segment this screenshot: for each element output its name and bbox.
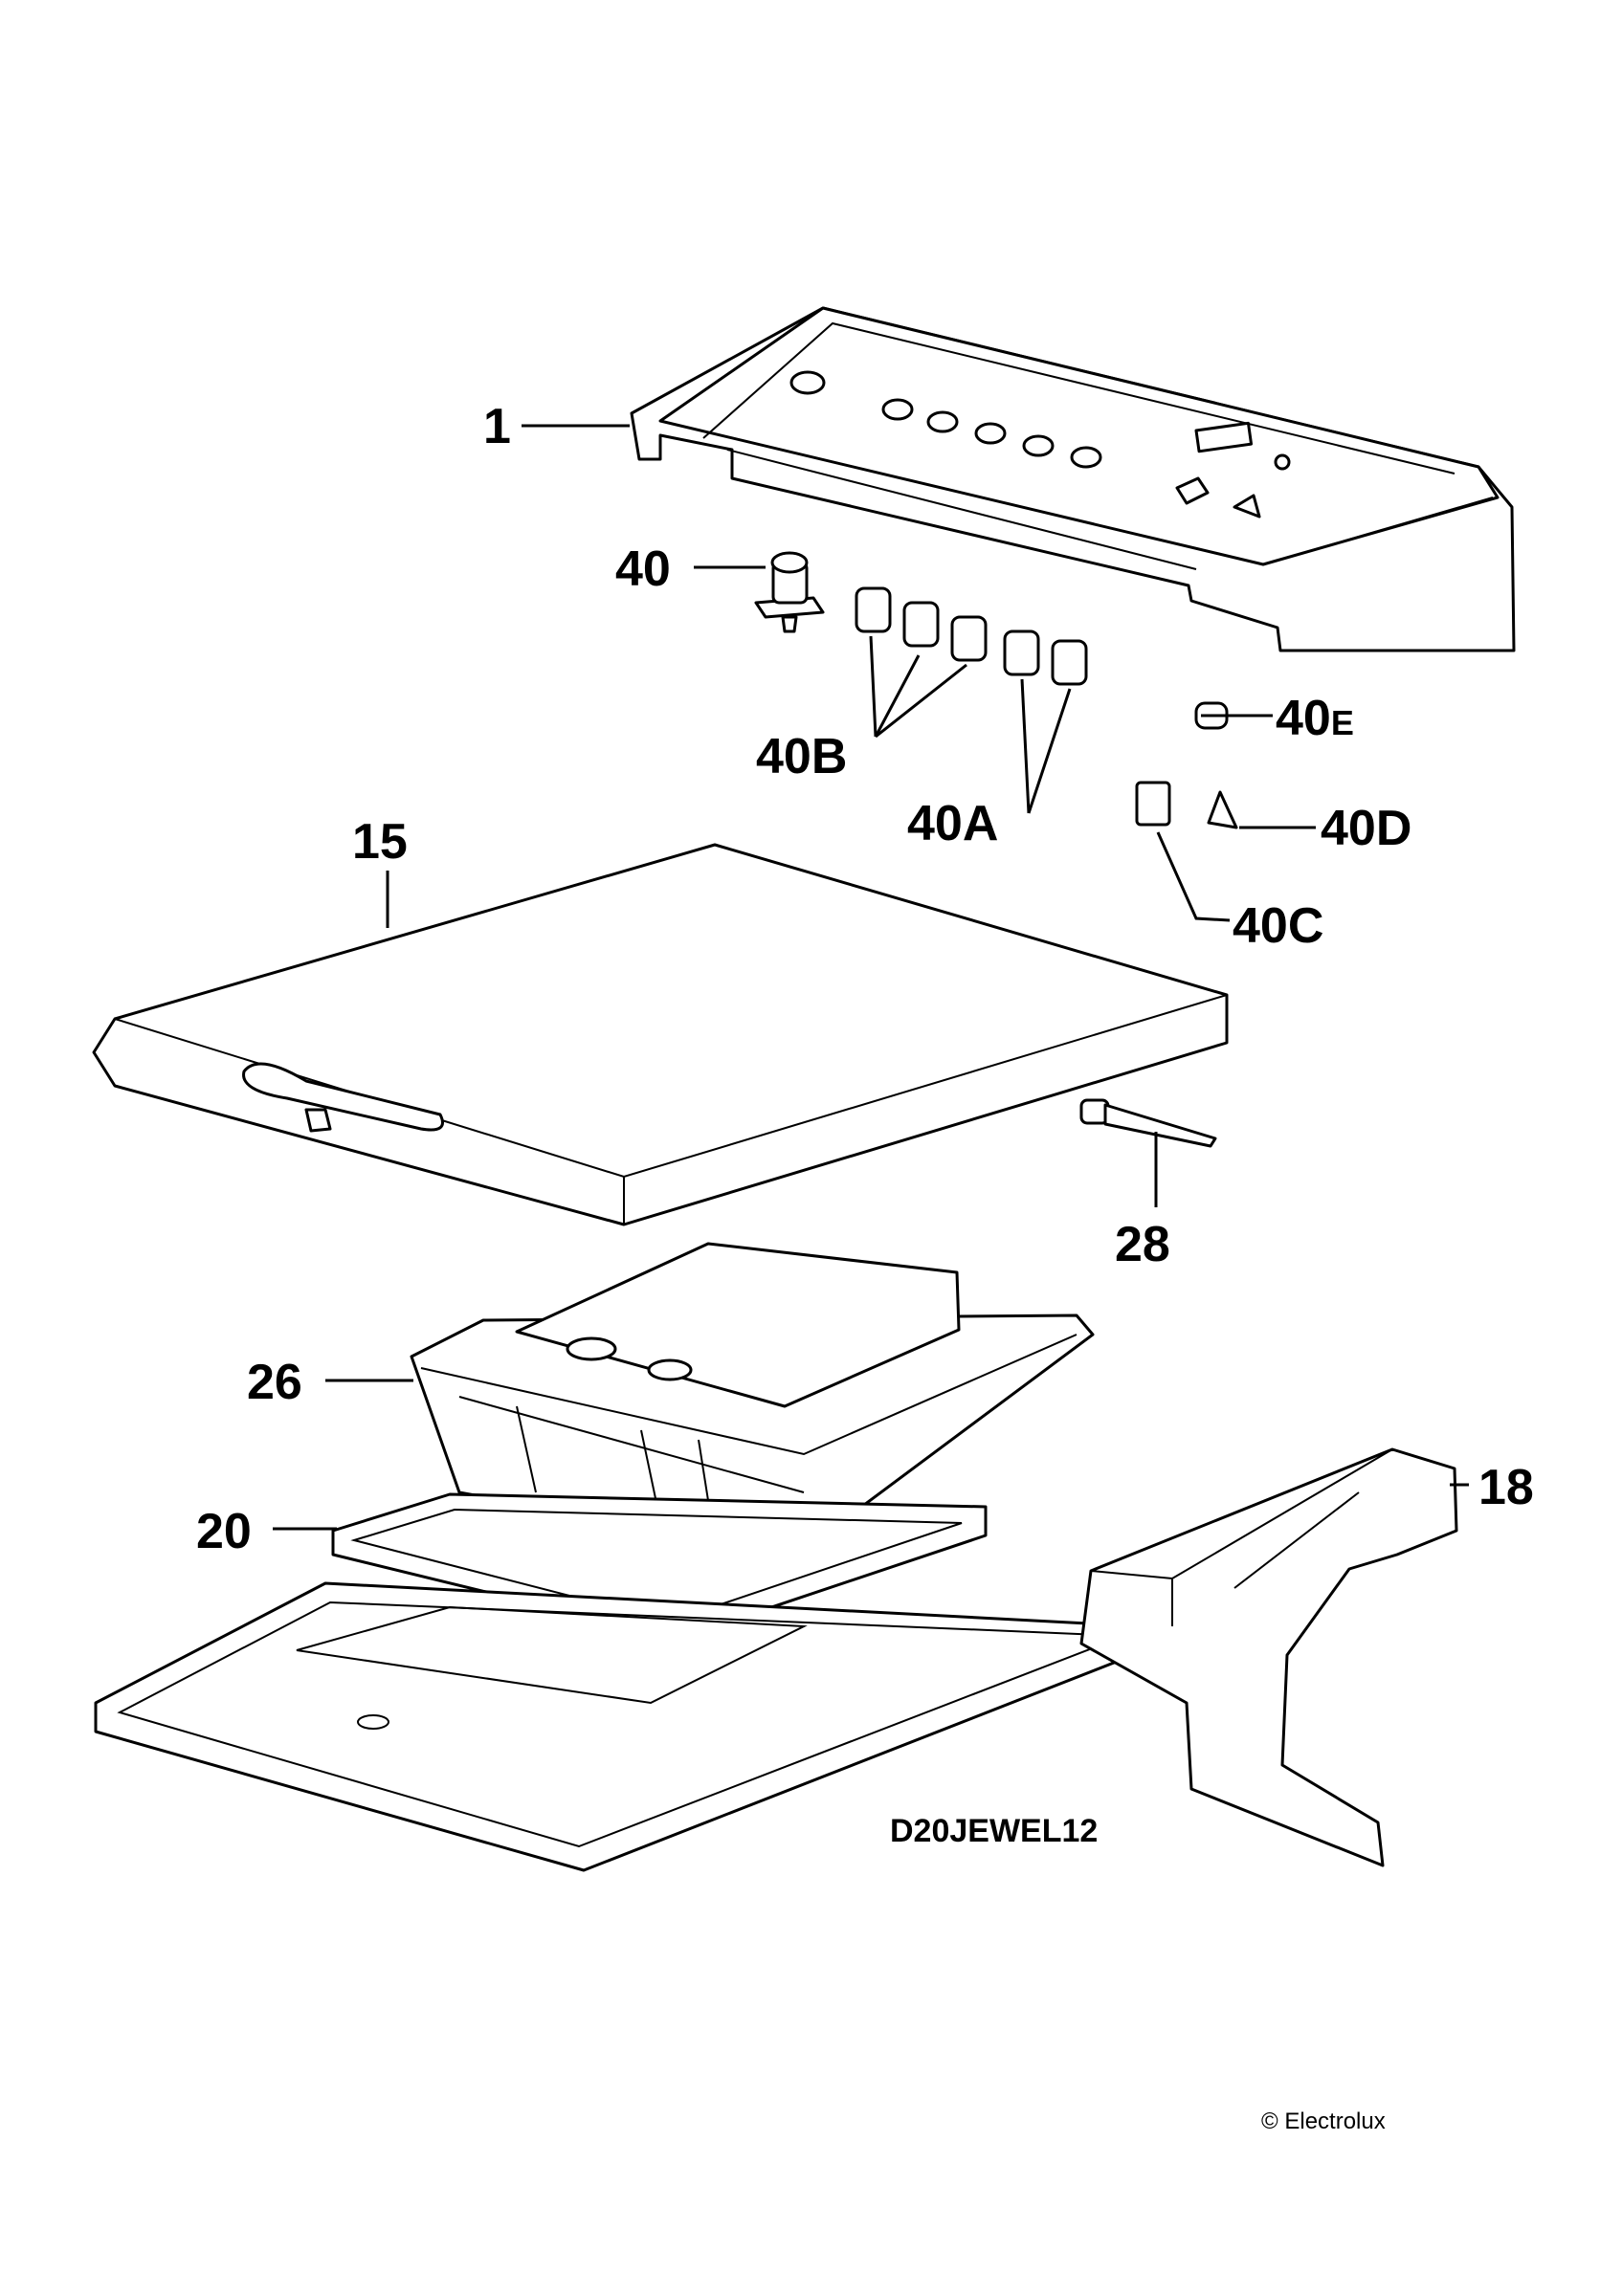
part-40c-switch xyxy=(1135,781,1171,827)
part-28-pin xyxy=(1079,1098,1217,1148)
part-40b-knobs xyxy=(855,586,988,662)
label-40d: 40D xyxy=(1321,801,1411,856)
label-40e: 40E xyxy=(1276,691,1354,746)
label-40c: 40C xyxy=(1233,898,1323,954)
label-26: 26 xyxy=(247,1355,302,1410)
drawing-code: D20JEWEL12 xyxy=(890,1813,1098,1849)
label-40b: 40B xyxy=(756,729,847,784)
copyright-notice: © Electrolux xyxy=(1261,2108,1386,2134)
label-28: 28 xyxy=(1115,1217,1170,1272)
label-40a: 40A xyxy=(907,796,998,851)
label-1: 1 xyxy=(483,399,511,454)
part-15-lid xyxy=(92,843,1229,1226)
part-18-bracket xyxy=(1079,1447,1458,1867)
part-40-knob-base xyxy=(754,551,825,633)
leader-lines xyxy=(273,424,1469,1531)
part-40a-knobs xyxy=(1003,629,1088,686)
part-26-dispenser xyxy=(410,1242,1095,1556)
label-18: 18 xyxy=(1478,1460,1534,1515)
label-15: 15 xyxy=(352,814,408,870)
part-labels: 1 40 40B 40A 40E 40D 40C 15 28 26 18 20 … xyxy=(196,399,1534,2134)
label-40: 40 xyxy=(615,541,671,597)
part-control-panel xyxy=(630,306,1516,652)
label-20: 20 xyxy=(196,1504,252,1559)
part-40d-button xyxy=(1207,790,1238,829)
